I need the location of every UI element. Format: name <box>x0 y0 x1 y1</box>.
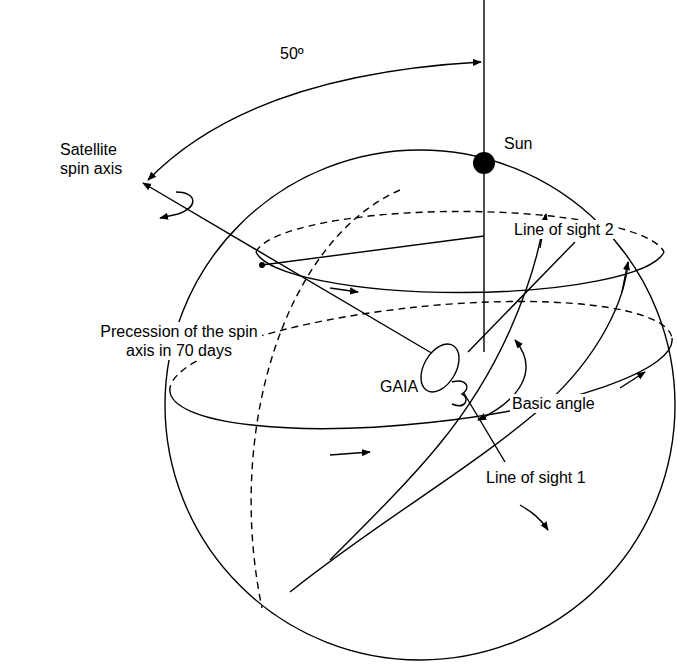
note-label: Precession of the spin axis in 70 days <box>96 322 262 360</box>
precession-back <box>256 211 664 252</box>
body-label: Sun <box>504 134 532 153</box>
scan-arrow <box>620 372 645 388</box>
axis-dot <box>259 262 265 268</box>
line-of-sight <box>468 242 575 352</box>
scan-arrow <box>330 452 370 455</box>
precession-arrow <box>330 288 358 292</box>
great-circle <box>330 215 545 560</box>
great-circle <box>290 262 628 592</box>
angle-arc <box>148 62 481 180</box>
meridian <box>251 190 400 608</box>
satellite-telescope <box>452 381 467 406</box>
sun-axis <box>483 0 484 352</box>
angle-label: Basic angle <box>510 394 597 413</box>
angle-label: 50º <box>280 44 304 63</box>
sight-label: Line of sight 1 <box>484 468 588 487</box>
celestial-sphere <box>165 150 675 660</box>
axis-label: Satellite spin axis <box>60 140 136 178</box>
satellite-label: GAIA <box>378 377 420 396</box>
line-of-sight <box>462 390 505 462</box>
sight-label: Line of sight 2 <box>512 220 616 239</box>
great-circle-arrow <box>622 262 628 292</box>
precession-radius <box>262 236 484 265</box>
sight-arrow <box>520 505 548 530</box>
spin-arrow <box>160 192 193 218</box>
sun-dot <box>473 152 495 174</box>
